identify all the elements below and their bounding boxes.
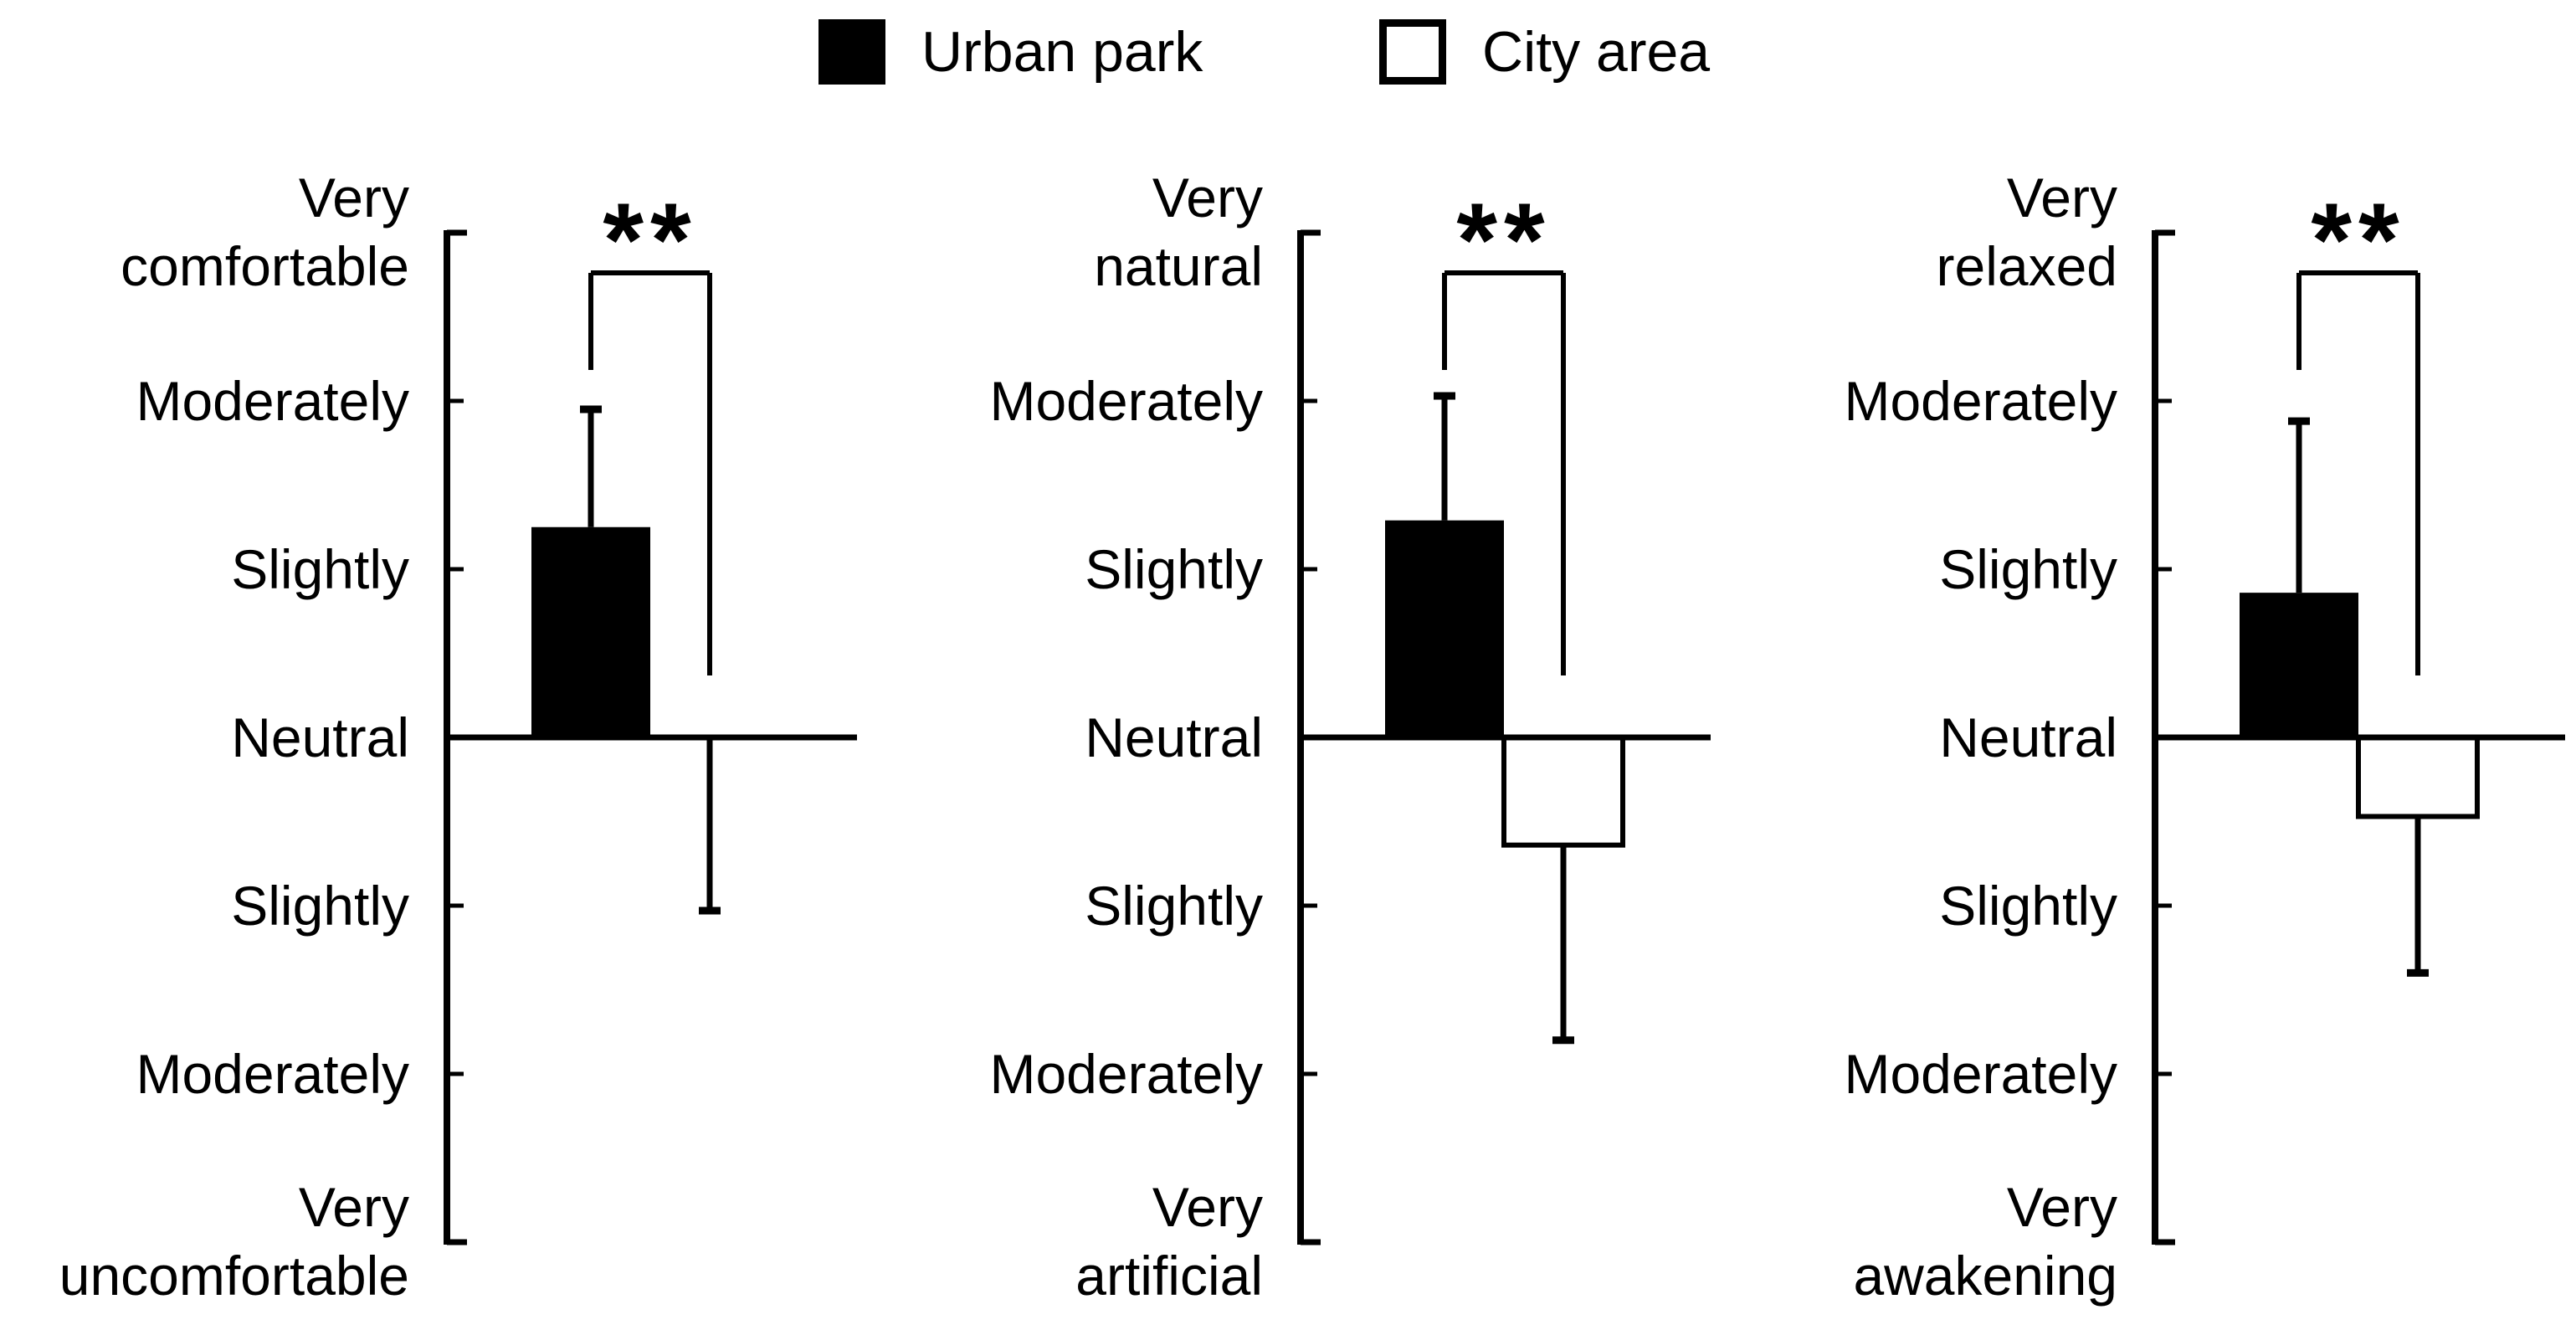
scale-label: Moderately [990, 370, 1264, 432]
scale-label: Slightly [231, 875, 409, 937]
chart-panel-comfort: **VerycomfortableModeratelySlightlyNeutr… [59, 167, 857, 1307]
scale-label: Neutral [1939, 706, 2117, 768]
scale-label: Very [2007, 167, 2117, 229]
chart-panel-relaxation: **VeryrelaxedModeratelySlightlyNeutralSl… [1845, 167, 2565, 1307]
scale-label: Slightly [1939, 875, 2117, 937]
legend-swatch-city-area [1379, 19, 1446, 85]
chart-panel-naturalness: **VerynaturalModeratelySlightlyNeutralSl… [990, 167, 1711, 1307]
scale-label: Very [299, 167, 409, 229]
scale-label: Moderately [136, 1043, 410, 1105]
bar-urban-park [531, 526, 650, 737]
scale-label: artificial [1075, 1245, 1263, 1307]
legend-item-urban-park: Urban park [818, 18, 1203, 85]
scale-label: awakening [1853, 1245, 2117, 1307]
bar-urban-park [2240, 593, 2358, 737]
scale-label: uncomfortable [59, 1245, 409, 1307]
scale-label: Neutral [1085, 706, 1263, 768]
legend-label-city-area: City area [1482, 20, 1711, 84]
scale-label: Very [1152, 167, 1263, 229]
significance-stars: ** [2311, 182, 2405, 299]
legend-swatch-urban-park [818, 19, 885, 85]
bar-urban-park [1385, 520, 1504, 737]
scale-label: Very [1152, 1176, 1263, 1238]
significance-stars: ** [603, 182, 697, 299]
scale-label: Moderately [1845, 1043, 2118, 1105]
scale-label: Slightly [1939, 538, 2117, 600]
scale-label: Slightly [1085, 875, 1263, 937]
scale-label: Slightly [1085, 538, 1263, 600]
scale-label: relaxed [1937, 235, 2117, 297]
scale-label: Slightly [231, 538, 409, 600]
scale-label: Moderately [136, 370, 410, 432]
scale-label: Very [2007, 1176, 2117, 1238]
bar-city-area [2356, 735, 2480, 819]
scale-label: Moderately [1845, 370, 2118, 432]
scale-label: Very [299, 1176, 409, 1238]
scale-label: Moderately [990, 1043, 1264, 1105]
legend-item-city-area: City area [1379, 18, 1710, 85]
scale-label: Neutral [231, 706, 409, 768]
bar-city-area [1501, 735, 1625, 848]
scale-label: natural [1094, 235, 1263, 297]
scale-label: comfortable [121, 235, 409, 297]
legend-label-urban-park: Urban park [921, 20, 1203, 84]
significance-stars: ** [1456, 182, 1551, 299]
